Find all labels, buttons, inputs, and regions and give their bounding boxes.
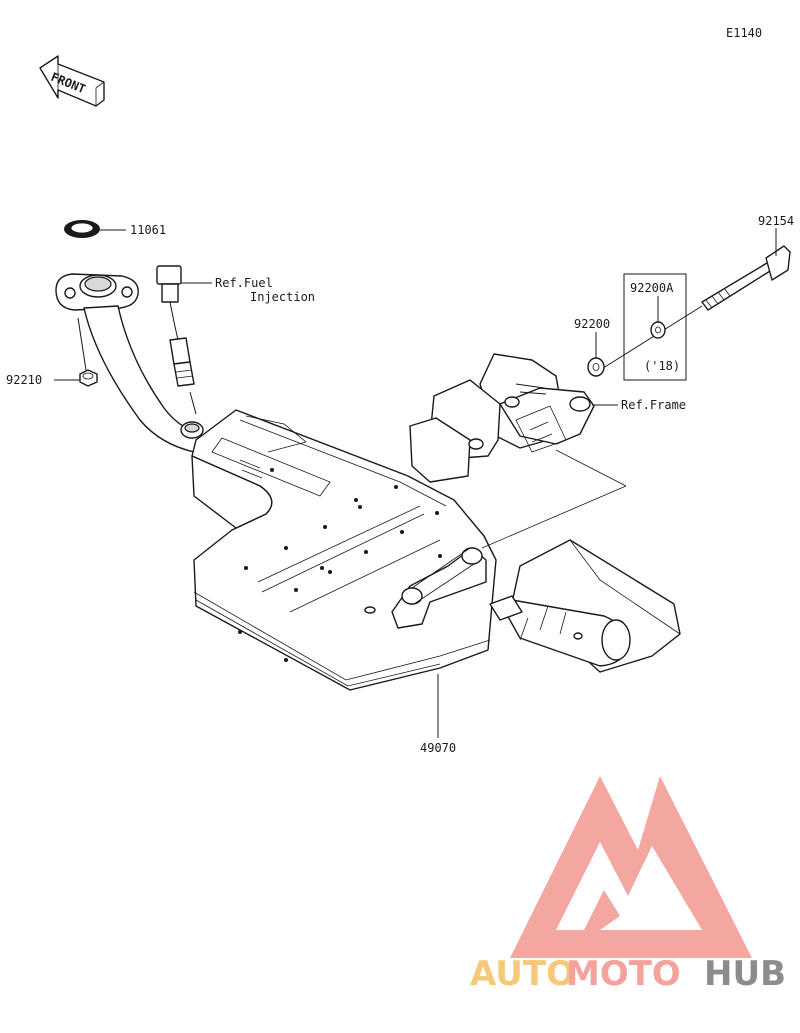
gasket-11061 [64, 220, 126, 238]
muffler-outlet [489, 539, 681, 673]
callout-49070: 49070 [420, 741, 456, 755]
box-92200A [623, 273, 687, 381]
watermark-auto: AUTO [470, 954, 575, 994]
diagram-code: E1140 [726, 26, 762, 40]
callout-92200A: 92200A [630, 281, 674, 295]
front-arrow-icon: FRONT [39, 55, 105, 107]
sensor-boss [180, 421, 204, 439]
callout-92200A-note: ('18) [644, 359, 680, 373]
nut-92210 [54, 369, 98, 387]
oxygen-sensor [156, 265, 212, 415]
washer-92200 [587, 332, 605, 377]
frame-bracket [409, 353, 618, 483]
callout-92210: 92210 [6, 373, 42, 387]
callout-92200: 92200 [574, 317, 610, 331]
callout-ref-frame: Ref.Frame [621, 398, 686, 412]
assembly-guide-line [555, 449, 627, 487]
bolt-92154 [599, 228, 791, 371]
watermark-hub: HUB [704, 954, 786, 994]
callout-ref-fuel-1: Ref.Fuel [215, 276, 273, 290]
callout-92154: 92154 [758, 214, 794, 228]
exhaust-flange [55, 273, 139, 311]
muffler-bracket [364, 547, 487, 629]
watermark-logo [510, 776, 752, 958]
callout-ref-fuel-2: Injection [250, 290, 315, 304]
watermark-moto: MOTO [566, 954, 681, 994]
callout-11061: 11061 [130, 223, 166, 237]
